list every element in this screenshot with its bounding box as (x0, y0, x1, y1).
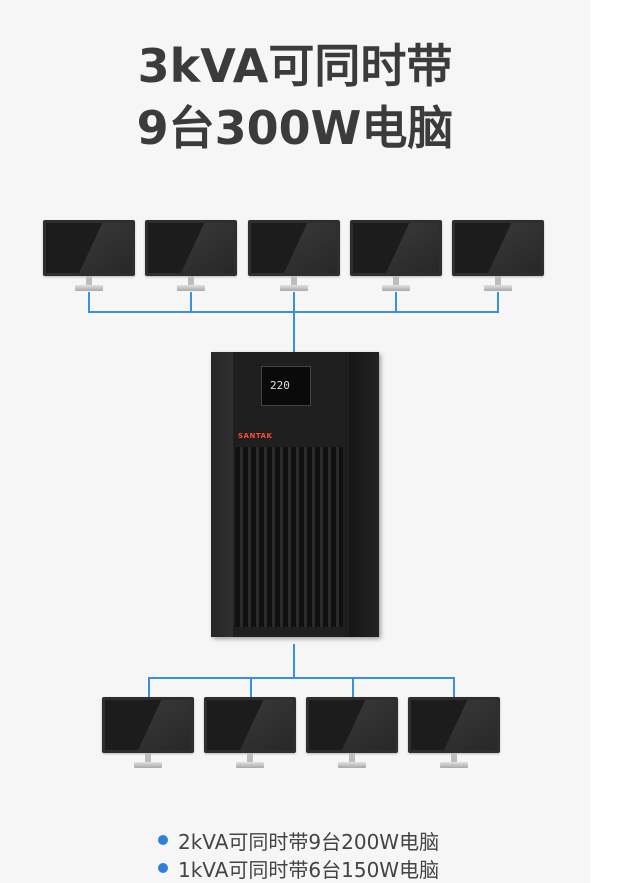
content-panel: 3kVA可同时带 9台300W电脑 220 SANTAK (43, 39, 544, 882)
ups-display-value: 220 (270, 379, 290, 392)
wire (88, 292, 90, 313)
wire (88, 311, 499, 313)
monitor-icon (43, 220, 135, 292)
wire (250, 677, 252, 697)
ups-brand-logo: SANTAK (238, 432, 273, 440)
wire (148, 677, 150, 697)
wire (497, 292, 499, 313)
bullet-dot-icon (158, 863, 168, 873)
title-line-2: 9台300W电脑 (136, 101, 454, 155)
bullet-dot-icon (158, 835, 168, 845)
monitor-icon (350, 220, 442, 292)
list-item-text: 2kVA可同时带9台200W电脑 (178, 829, 440, 854)
wire (148, 677, 455, 679)
list-item: 2kVA可同时带9台200W电脑 (158, 826, 439, 854)
monitor-icon (204, 697, 296, 769)
wire (352, 677, 354, 697)
title-line-1: 3kVA可同时带 (137, 39, 453, 93)
wire (395, 292, 397, 313)
wire (453, 677, 455, 697)
list-item: 1kVA可同时带6台150W电脑 (158, 854, 439, 882)
capacity-list: 2kVA可同时带9台200W电脑 1kVA可同时带6台150W电脑 (158, 826, 439, 882)
monitor-icon (248, 220, 340, 292)
monitor-icon (452, 220, 544, 292)
monitor-icon (145, 220, 237, 292)
wire (190, 292, 192, 313)
monitor-icon (408, 697, 500, 769)
list-item-text: 1kVA可同时带6台150W电脑 (178, 857, 440, 882)
ups-grille (235, 447, 343, 627)
monitor-icon (306, 697, 398, 769)
ups-unit: 220 SANTAK (211, 352, 379, 637)
ups-lcd-display: 220 (261, 366, 311, 406)
wire (293, 644, 295, 679)
wire (293, 292, 295, 352)
monitor-icon (102, 697, 194, 769)
